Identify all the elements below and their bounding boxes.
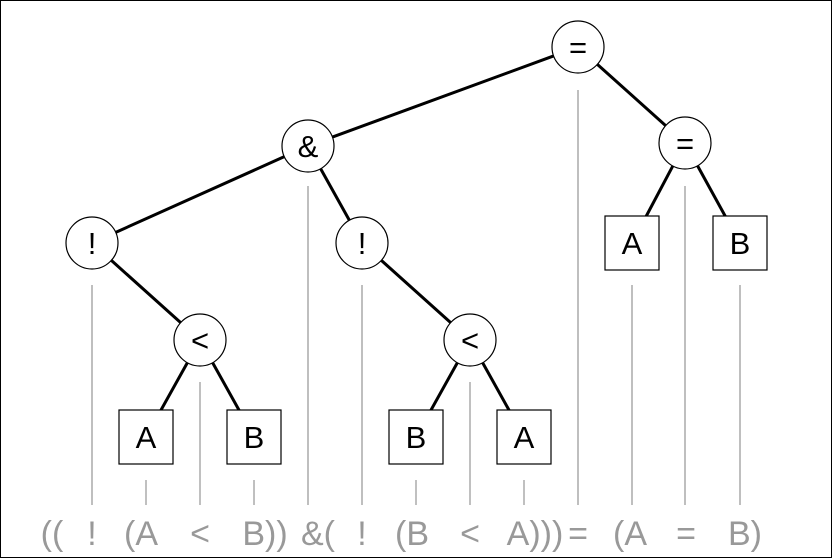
expression-token-a1: (A xyxy=(124,515,158,553)
node-label: < xyxy=(191,323,209,358)
node-label: B xyxy=(730,226,751,261)
operator-circle xyxy=(335,216,389,270)
expression-token-not2: ! xyxy=(357,515,366,553)
operand-box xyxy=(388,409,444,465)
operand-box xyxy=(496,409,552,465)
edge-lt2-a2 xyxy=(481,361,511,412)
operator-circle xyxy=(281,119,335,173)
guide-lines xyxy=(91,90,741,505)
node-label: A xyxy=(622,226,643,261)
operand-node-a3: A xyxy=(604,215,660,271)
edge-eq2-a3 xyxy=(644,164,675,218)
expression-token-and: &( xyxy=(301,515,336,553)
edge-eq2-b3 xyxy=(696,164,727,218)
expression-token-b3: B) xyxy=(728,515,762,553)
operator-circle xyxy=(658,116,712,170)
operator-node-and: & xyxy=(281,119,335,173)
expression-token-lt2: < xyxy=(460,515,480,553)
node-label: = xyxy=(676,126,694,161)
expression-token-a2: A))) xyxy=(507,515,564,553)
expression-token-eq2: = xyxy=(676,515,696,553)
operator-circle xyxy=(443,313,497,367)
operand-node-a1: A xyxy=(118,409,174,465)
edge-root-eq2 xyxy=(595,62,668,128)
operand-node-b1: B xyxy=(226,409,282,465)
edge-not1-lt1 xyxy=(109,258,183,325)
edge-and-not1 xyxy=(114,155,286,234)
expression-text: ((!(A<B))&(!(B<A)))=(A=B) xyxy=(41,515,762,553)
node-label: & xyxy=(298,129,319,164)
operator-node-not2: ! xyxy=(335,216,389,270)
edge-and-not2 xyxy=(319,167,351,222)
edge-lt1-b1 xyxy=(211,361,241,412)
node-label: ! xyxy=(88,226,97,261)
expression-token-b1: B)) xyxy=(242,515,287,553)
operand-node-b2: B xyxy=(388,409,444,465)
operand-node-b3: B xyxy=(712,215,768,271)
node-label: B xyxy=(406,420,427,455)
operator-node-lt2: < xyxy=(443,313,497,367)
expression-token-not1: ! xyxy=(87,515,96,553)
operator-node-lt1: < xyxy=(173,313,227,367)
operator-circle xyxy=(551,20,605,74)
operator-node-root: = xyxy=(551,20,605,74)
operand-box xyxy=(118,409,174,465)
operator-circle xyxy=(65,216,119,270)
operator-node-not1: ! xyxy=(65,216,119,270)
expression-token-a3: (A xyxy=(613,515,647,553)
node-label: A xyxy=(136,420,157,455)
tree-nodes: = & =!! < < A B B A A B xyxy=(65,20,768,465)
expression-token: (( xyxy=(41,515,64,553)
operand-box xyxy=(712,215,768,271)
operand-box xyxy=(226,409,282,465)
node-label: < xyxy=(461,323,479,358)
expression-token-b2: (B xyxy=(395,515,429,553)
operand-box xyxy=(604,215,660,271)
node-label: A xyxy=(514,420,535,455)
operator-circle xyxy=(173,313,227,367)
tree-edges xyxy=(109,54,727,412)
expression-token-lt1: < xyxy=(190,515,210,553)
edge-lt1-a1 xyxy=(159,361,189,412)
node-label: ! xyxy=(358,226,367,261)
node-label: = xyxy=(569,30,587,65)
node-label: B xyxy=(244,420,265,455)
expression-token-root: = xyxy=(568,515,588,553)
operator-node-eq2: = xyxy=(658,116,712,170)
operand-node-a2: A xyxy=(496,409,552,465)
edge-not2-lt2 xyxy=(379,258,453,325)
edge-lt2-b2 xyxy=(429,361,459,412)
edge-root-and xyxy=(330,54,556,139)
